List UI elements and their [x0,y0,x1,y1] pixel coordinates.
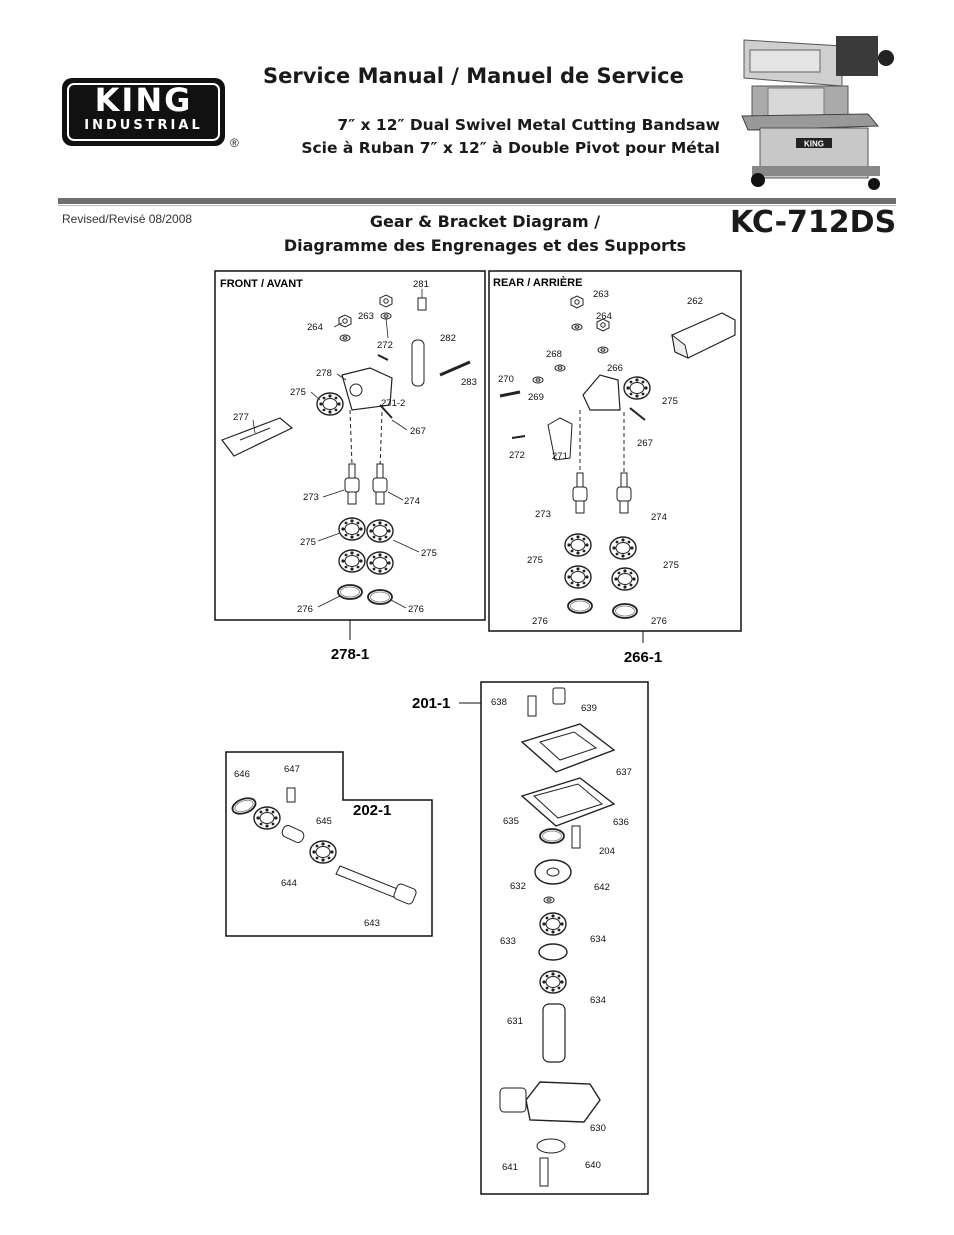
callout: 276 [651,616,667,627]
callout: 630 [590,1123,606,1134]
callout: 267 [410,426,426,437]
callout: 275 [421,548,437,559]
callout: 274 [651,512,667,523]
callout: 270 [498,374,514,385]
callout: 275 [300,537,316,548]
callout: 633 [500,936,516,947]
page-title: Service Manual / Manuel de Service [263,64,684,88]
callout: 204 [599,846,615,857]
callout: 275 [663,560,679,571]
subtitle-french: Scie à Ruban 7″ x 12″ à Double Pivot pou… [301,139,720,157]
bandsaw-photo: KING [738,28,900,192]
header-rule [58,198,896,204]
callout: 275 [662,396,678,407]
callout: 277 [233,412,249,423]
callout: 273 [303,492,319,503]
callout: 271 [552,451,568,462]
callout: 632 [510,881,526,892]
gearbox-assembly-number: 201-1 [412,695,450,712]
callout: 278 [316,368,332,379]
motor-shaft-callouts: 646 647 645 644 643 [234,764,380,929]
callout: 272 [509,450,525,461]
logo-brand-top: KING [94,81,193,119]
callout: 274 [404,496,420,507]
callout: 272 [377,340,393,351]
callout: 637 [616,767,632,778]
callout: 275 [290,387,306,398]
callout: 644 [281,878,297,889]
callout: 267 [637,438,653,449]
callout: 639 [581,703,597,714]
callout: 271-2 [381,398,405,409]
callout: 266 [607,363,623,374]
registered-mark: ® [230,136,239,150]
front-panel: FRONT / AVANT 278-1 281 263 264 272 282 … [214,270,486,663]
rear-callouts: 263 262 264 268 266 270 269 275 267 272 … [498,289,703,627]
callout: 634 [590,995,606,1006]
motor-shaft-panel: 202-1 646 647 645 644 643 [225,751,433,937]
callout: 283 [461,377,477,388]
callout: 268 [546,349,562,360]
callout: 264 [596,311,612,322]
gearbox-callouts: 638 639 637 636 635 204 632 642 633 634 … [491,697,632,1173]
logo-brand-bottom: INDUSTRIAL [84,118,203,133]
callout: 641 [502,1162,518,1173]
callout: 276 [297,604,313,615]
logo-border [67,83,220,141]
revision-date: Revised/Revisé 08/2008 [62,212,193,226]
callout: 640 [585,1160,601,1171]
callout: 638 [491,697,507,708]
callout: 635 [503,816,519,827]
diagram-title-line1: Gear & Bracket Diagram / [369,212,601,231]
callout: 634 [590,934,606,945]
callout: 647 [284,764,300,775]
header-rule-thin [58,205,896,206]
callout: 263 [593,289,609,300]
callout: 631 [507,1016,523,1027]
callout: 281 [413,279,429,290]
callout: 264 [307,322,323,333]
rear-assembly-number: 266-1 [624,649,662,666]
callout: 636 [613,817,629,828]
callout: 262 [687,296,703,307]
callout: 275 [527,555,543,566]
front-panel-label: FRONT / AVANT [220,278,303,290]
callout: 282 [440,333,456,344]
photo-brand-plate-text: KING [804,140,824,149]
callout: 643 [364,918,380,929]
callout: 642 [594,882,610,893]
rear-panel: REAR / ARRIÈRE 266-1 263 262 264 268 266… [488,270,742,666]
callout: 273 [535,509,551,520]
motor-shaft-assembly-number: 202-1 [353,802,391,819]
front-assembly-number: 278-1 [331,646,369,663]
front-callouts: 281 263 264 272 282 278 283 275 271-2 27… [233,279,477,615]
callout: 269 [528,392,544,403]
callout: 276 [408,604,424,615]
rear-panel-label: REAR / ARRIÈRE [493,276,582,289]
gearbox-panel: 201-1 638 639 637 636 635 204 632 642 63… [412,681,649,1195]
photo-brand-plate [796,138,832,148]
model-number: KC-712DS [730,205,897,240]
diagram-title-line2: Diagramme des Engrenages et des Supports [283,236,687,255]
king-industrial-logo: KING INDUSTRIAL [62,78,225,146]
subtitle-english: 7″ x 12″ Dual Swivel Metal Cutting Bands… [337,116,720,134]
callout: 263 [358,311,374,322]
callout: 276 [532,616,548,627]
callout: 645 [316,816,332,827]
callout: 646 [234,769,250,780]
